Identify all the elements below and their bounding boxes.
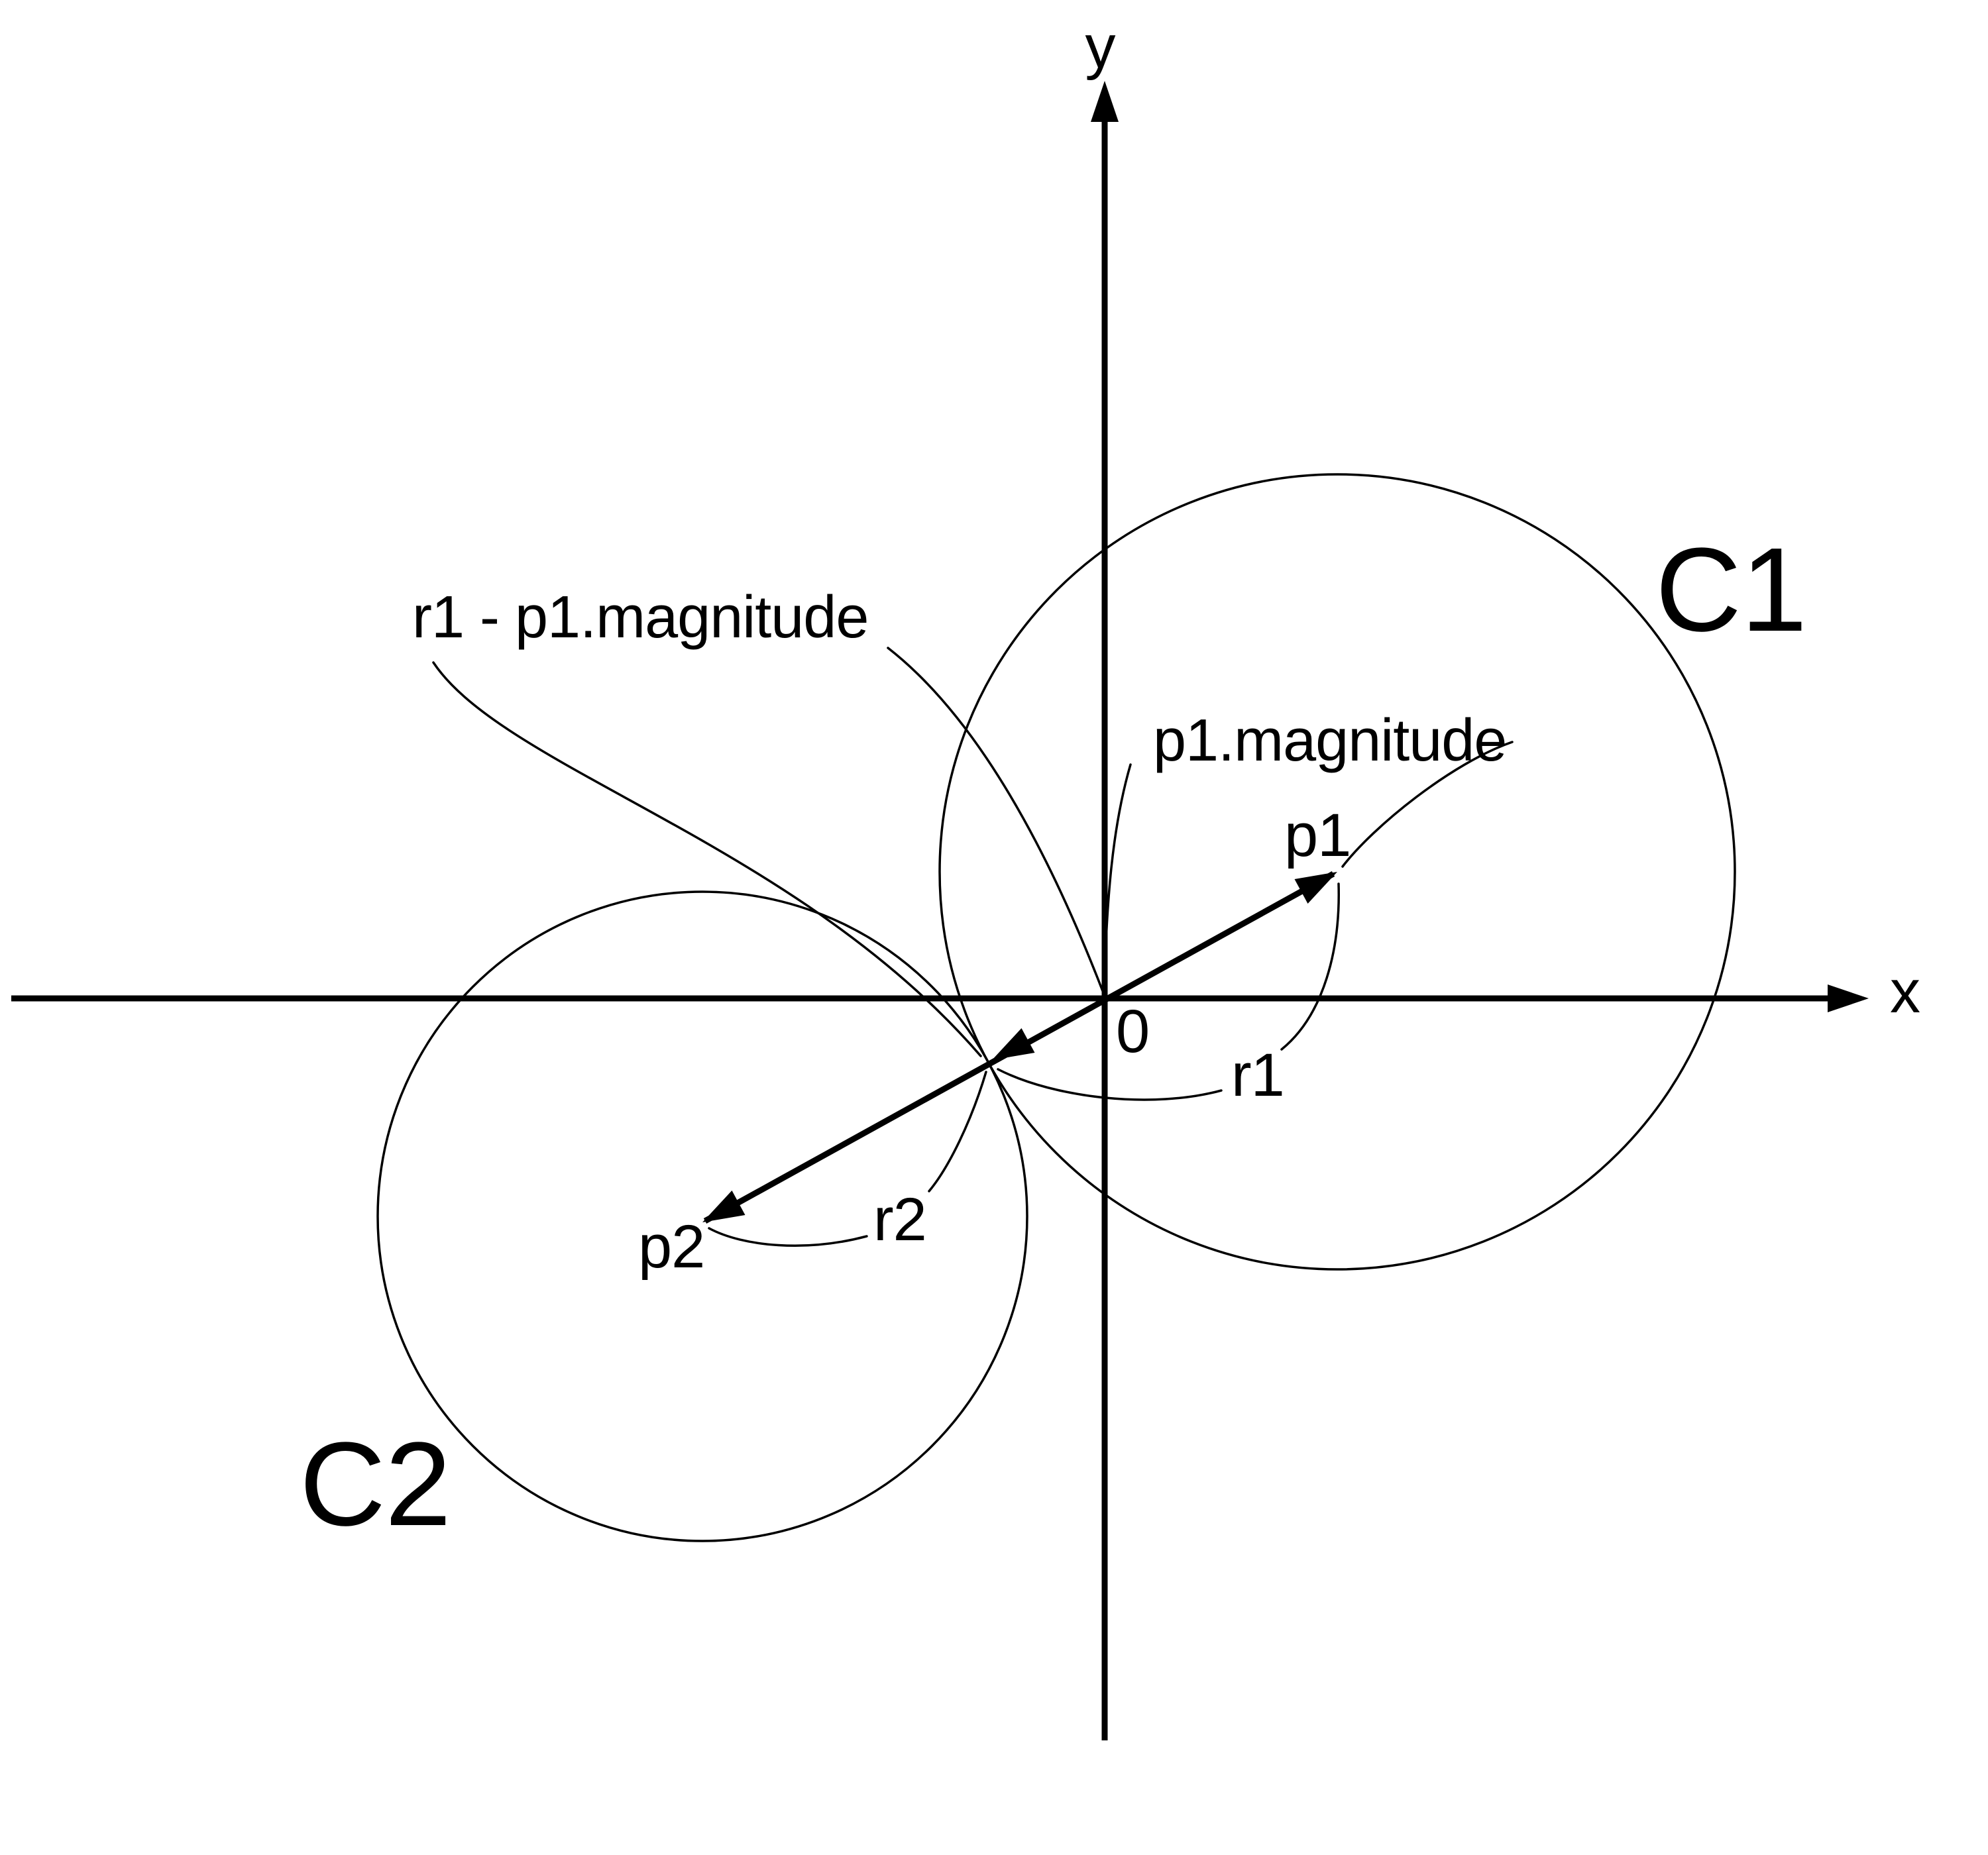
leader-r1-minus-p1-magnitude-to-origin: [887, 647, 1104, 992]
leader-r1-to-p1: [1280, 882, 1340, 1051]
leader-r1-minus-p1-magnitude-to-tangent: [432, 661, 982, 1057]
leader-p1-magnitude-to-p1: [1341, 741, 1514, 868]
circle-c2-label: C2: [300, 1418, 451, 1551]
tangent-point-arrowhead-icon: [992, 1028, 1035, 1060]
leader-r2-to-tangent: [928, 1071, 987, 1192]
y-axis-arrowhead-icon: [1091, 81, 1119, 122]
leader-p1-magnitude-to-origin: [1103, 763, 1132, 994]
p1-label: p1: [1284, 802, 1351, 869]
p1-magnitude-label: p1.magnitude: [1153, 708, 1506, 774]
p2-label: p2: [638, 1213, 704, 1281]
y-axis-label: y: [1085, 13, 1116, 81]
r1-minus-p1-magnitude-label: r1 - p1.magnitude: [412, 584, 868, 651]
x-axis-label: x: [1890, 958, 1920, 1026]
r2-label: r2: [873, 1186, 926, 1253]
p1-arrowhead-icon: [1294, 872, 1337, 904]
origin-label: 0: [1116, 998, 1149, 1065]
p2-arrowhead-icon: [702, 1191, 746, 1222]
circle-c2: [376, 890, 1028, 1542]
leader-r2-to-p2: [708, 1227, 868, 1247]
r1-label: r1: [1231, 1041, 1284, 1109]
circle-c1: [938, 473, 1736, 1271]
leader-r1-to-tangent: [997, 1068, 1223, 1101]
x-axis-arrowhead-icon: [1828, 984, 1869, 1012]
circle-c1-label: C1: [1655, 523, 1806, 657]
